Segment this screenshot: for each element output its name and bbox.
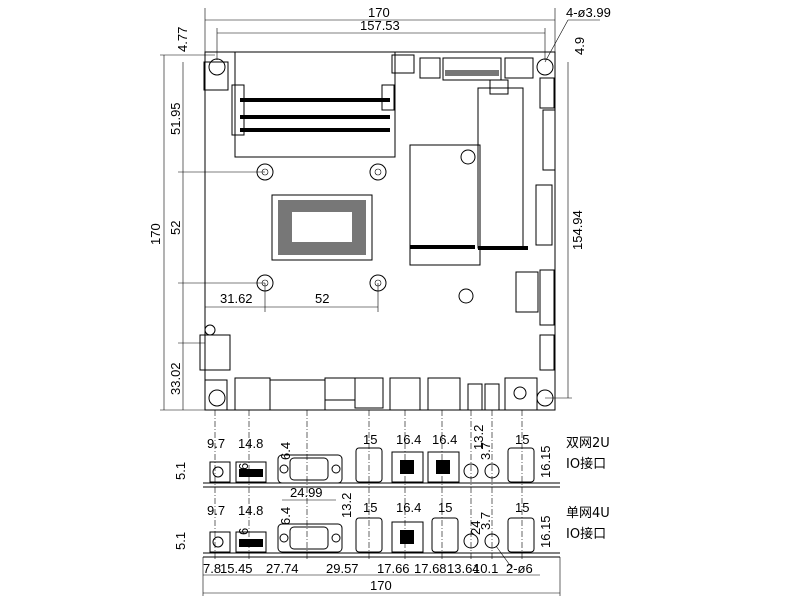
io-2u-dim: 14.8 [238,436,263,451]
io-2u-dim: 15 [363,432,377,447]
io-4u-dim: 3.7 [478,512,493,530]
bottom-dim: 17.68 [414,561,447,576]
bottom-dim: 2-ø6 [506,561,533,576]
io-2u-title-line2: IO接口 [566,456,606,472]
center-lines [214,410,523,560]
bottom-dim: 13.64 [447,561,480,576]
bottom-dim: 10.1 [473,561,498,576]
bottom-dim-total: 170 [370,578,392,593]
board-outline [204,51,556,411]
io-4u-dim: 15 [515,500,529,515]
io-2u-dim: 6.4 [278,442,293,460]
io-2u-dim: 15 [515,432,529,447]
io-2u-dim: 5.1 [173,462,188,480]
io-4u-title-line2: IO接口 [566,526,606,542]
dim-cpu-width: 52 [315,291,329,306]
io-2u-dim: 6 [236,463,251,470]
bottom-dim: 27.74 [266,561,299,576]
dim-top-offset-right: 4.9 [572,37,587,55]
io-4u-dim: 16.4 [396,500,421,515]
io-2u-title-line1: 双网2U [566,436,610,451]
dim-holes: 4-ø3.99 [566,5,611,20]
io-4u-dim: 24 [468,521,483,535]
cpu-package [271,194,373,261]
io-4u-dim: 16.15 [538,515,553,548]
top-view: 170 157.53 4-ø3.99 4.77 4.9 170 51.95 52… [148,5,611,560]
io-panel-4u: 单网4U IO接口 9.7 14.8 6 6.4 13.2 15 16.4 15… [173,493,610,558]
dim-width-total: 170 [368,5,390,20]
dim-cpu-height: 52 [168,221,183,235]
rear-io-top [204,377,538,411]
bottom-dim: 29.57 [326,561,359,576]
io-2u-dim: 3.7 [478,442,493,460]
io-4u-dim: 5.1 [173,532,188,550]
mounting-holes [208,58,554,407]
io-4u-dim: 6.4 [278,507,293,525]
memory-slot [231,51,396,158]
io-4u-dim: 14.8 [238,503,263,518]
headers [199,54,556,371]
io-2u-dim: 16.4 [396,432,421,447]
io-4u-dim: 15 [438,500,452,515]
dim-height-total: 170 [148,223,163,245]
io-panel-2u: 双网2U IO接口 9.7 14.8 6 6.4 15 16.4 16.4 13… [173,425,610,501]
io-2u-dim: 13.2 [471,425,486,450]
m2-card [477,87,524,249]
bottom-dim: 7.8 [203,561,221,576]
dim-cpu-offset-x: 31.62 [220,291,253,306]
io-4u-title-line1: 单网4U [566,506,610,521]
io-4u-dim: 9.7 [207,503,225,518]
dim-hole-span-x: 157.53 [360,18,400,33]
io-2u-dim: 9.7 [207,436,225,451]
io-4u-dim: 15 [363,500,377,515]
dim-top-offset-left: 4.77 [175,27,190,52]
bottom-dim: 17.66 [377,561,410,576]
io-4u-dim: 6 [236,528,251,535]
io-2u-dim: 16.4 [432,432,457,447]
bottom-dim: 15.45 [220,561,253,576]
mini-pcie-card [409,144,481,266]
io-4u-dim: 13.2 [339,493,354,518]
dim-hole-span-y: 154.94 [570,210,585,250]
io-2u-dim: 24.99 [290,485,323,500]
io-2u-dim: 16.15 [538,445,553,478]
bottom-dimensions: 7.8 15.45 27.74 29.57 17.66 17.68 13.64 … [202,545,561,596]
dim-io-offset: 33.02 [168,362,183,395]
dim-cpu-offset-y: 51.95 [168,102,183,135]
